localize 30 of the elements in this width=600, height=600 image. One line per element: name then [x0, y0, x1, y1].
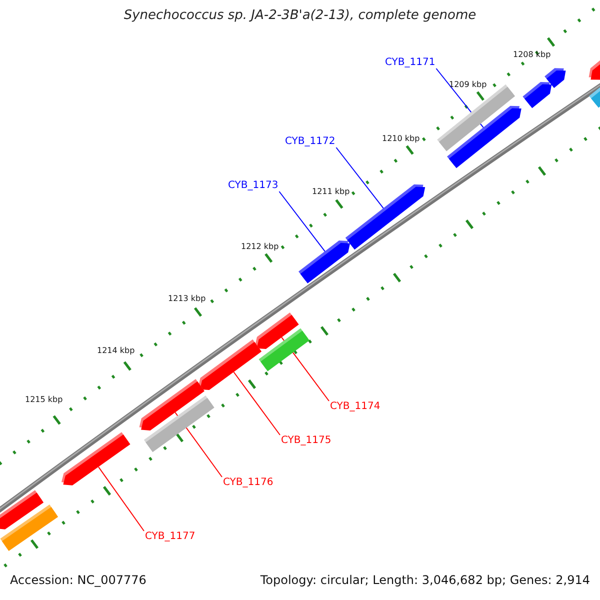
gene-block: [61, 432, 130, 486]
gene-label: CYB_1173: [228, 180, 278, 192]
scale-label: 1212 kbp: [241, 242, 279, 252]
leader-line: [278, 191, 328, 254]
scale-label: 1215 kbp: [25, 395, 63, 404]
info-text: Topology: circular; Length: 3,046,682 bp; Genes: 2,914: [260, 574, 590, 588]
gene-label: CYB_1175: [281, 435, 332, 446]
gene-block: [198, 339, 262, 390]
gene-block: [589, 86, 600, 108]
scale-label: 1211 kbp: [312, 187, 350, 196]
info-text: Accession: NC_007776: [10, 574, 146, 588]
scale-label: 1214 kbp: [97, 346, 135, 356]
scale-label: 1210 kbp: [382, 134, 420, 144]
gene-label: CYB_1174: [330, 401, 380, 412]
leader-line: [233, 372, 280, 436]
gene-label: CYB_1177: [145, 531, 196, 542]
leader-line: [98, 466, 144, 532]
chart-title: Synechococcus sp. JA-2-3B'a(2-13), complete genome: [122, 9, 478, 24]
gene-label: CYB_1172: [285, 136, 336, 148]
gene-block: [522, 82, 552, 108]
gene-block: [298, 240, 350, 284]
gene-block: [0, 504, 58, 552]
scale-label: 1213 kbp: [168, 294, 206, 304]
gene-block: [144, 396, 214, 452]
scale-label: 1208 kbp: [513, 50, 551, 60]
gene-label: CYB_1176: [223, 477, 274, 488]
gene-block: [447, 106, 522, 168]
scale-label: 1209 kbp: [449, 80, 487, 90]
gene-block: [258, 328, 310, 372]
gene-label: CYB_1171: [385, 57, 436, 68]
